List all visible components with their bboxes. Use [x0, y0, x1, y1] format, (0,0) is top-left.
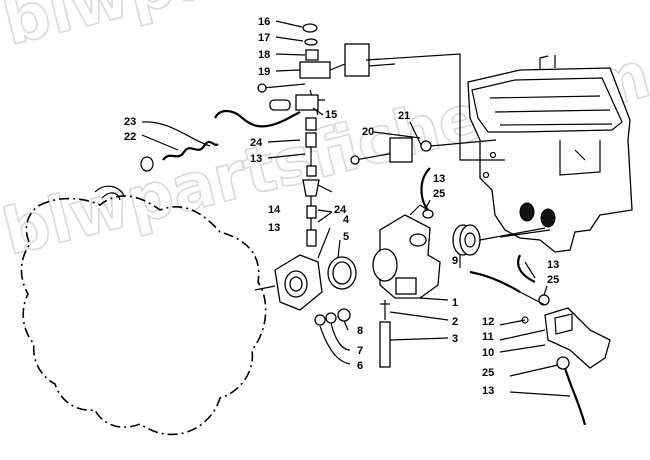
callout-15: 15	[325, 109, 337, 121]
primer-bracket	[257, 23, 461, 116]
bolt-and-fitting	[350, 137, 497, 165]
callout-4: 4	[343, 214, 350, 226]
callout-13-upper-left: 13	[250, 153, 262, 165]
fuel-line-column	[302, 117, 333, 247]
watermark-top: blwpartsfiche	[0, 0, 490, 61]
intake-boot	[452, 224, 546, 268]
callout-17: 17	[258, 32, 270, 44]
callout-13-right: 13	[547, 259, 559, 271]
callout-10: 10	[482, 347, 494, 359]
fuel-pump	[469, 254, 611, 426]
callout-9: 9	[452, 255, 458, 267]
callout-25-upper: 25	[433, 188, 445, 200]
spring-and-clamp	[140, 121, 219, 172]
callout-23: 23	[124, 116, 136, 128]
airbox	[467, 55, 633, 253]
clamp	[327, 239, 357, 290]
carburetor	[372, 167, 449, 368]
callout-13-middle: 13	[268, 222, 280, 234]
intake-flange	[274, 227, 331, 311]
callout-7: 7	[357, 345, 363, 357]
callout-1: 1	[452, 297, 458, 309]
callout-14: 14	[268, 204, 281, 216]
engine-outline	[20, 185, 267, 436]
hose-upper	[214, 109, 301, 128]
callout-12: 12	[482, 316, 494, 328]
callout-2: 2	[452, 316, 458, 328]
callout-6: 6	[357, 360, 363, 372]
callout-16: 16	[258, 16, 270, 28]
callout-24-lower: 24	[334, 204, 347, 216]
callout-22: 22	[124, 131, 136, 143]
washers	[314, 308, 351, 365]
callout-8: 8	[357, 325, 363, 337]
callout-19: 19	[258, 66, 270, 78]
callout-11: 11	[482, 331, 494, 343]
callout-5: 5	[343, 231, 349, 243]
callout-21: 21	[398, 110, 410, 122]
callout-25-lower: 25	[482, 367, 494, 379]
callout-13-upper-right: 13	[433, 173, 445, 185]
callout-25-right: 25	[547, 274, 559, 286]
callout-3: 3	[452, 333, 458, 345]
callout-24-upper: 24	[250, 137, 263, 149]
callout-13-lower: 13	[482, 385, 494, 397]
callout-20: 20	[362, 126, 374, 138]
callout-18: 18	[258, 49, 270, 61]
